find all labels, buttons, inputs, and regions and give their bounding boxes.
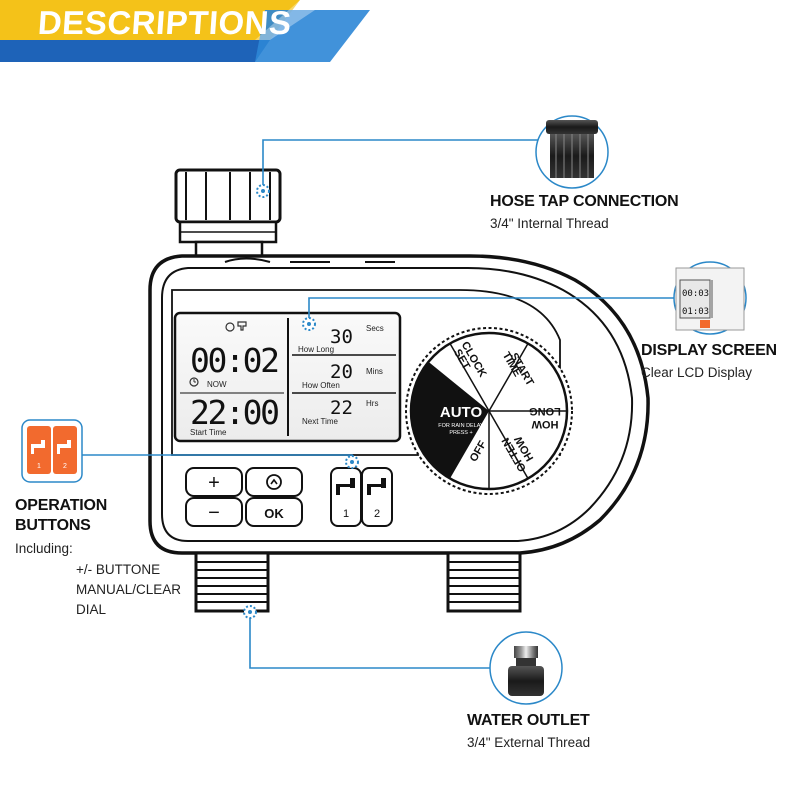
lcd-start-time: 22:00 — [190, 393, 280, 432]
lcd-how-long-value: 30 — [330, 326, 353, 348]
thumb-lcd-time-1: 00:03 — [682, 289, 709, 299]
tap-icon — [336, 478, 355, 495]
svg-text:−: − — [208, 502, 220, 524]
valve-2-button[interactable]: 2 — [361, 467, 393, 527]
manual-clear-button[interactable] — [245, 467, 303, 497]
operation-buttons-title-1: OPERATION — [15, 497, 108, 514]
lcd-next-time-value: 22 — [330, 397, 353, 419]
svg-text:+: + — [208, 472, 220, 494]
hose-tap-title: HOSE TAP CONNECTION — [490, 193, 679, 210]
circle-arrows-icon — [266, 474, 282, 490]
display-screen-title: DISPLAY SCREEN — [641, 342, 777, 359]
svg-text:OK: OK — [264, 506, 284, 521]
tap-icon — [237, 321, 247, 331]
lcd-now-label: NOW — [207, 380, 227, 389]
hose-tap-connector — [174, 168, 282, 258]
svg-text:1: 1 — [343, 508, 349, 520]
thumb-lcd-time-2: 01:03 — [682, 307, 709, 317]
lcd-start-label: Start Time — [190, 428, 227, 437]
thumb-valve-1-label: 1 — [37, 463, 41, 470]
operation-item-2: MANUAL/CLEAR — [76, 582, 182, 597]
operation-item-3: DIAL — [76, 602, 107, 617]
water-outlet-thumbnail — [489, 631, 563, 705]
svg-text:2: 2 — [374, 508, 380, 520]
ok-button[interactable]: OK — [245, 497, 303, 527]
valve-1-button[interactable]: 1 — [330, 467, 362, 527]
lcd-next-time-unit: Hrs — [366, 399, 378, 408]
thumb-valve-2-label: 2 — [63, 463, 67, 470]
lcd-how-long-unit: Secs — [366, 324, 384, 333]
dial-rain-delay-1: FOR RAIN DELAY — [438, 423, 484, 429]
tap-icon — [367, 478, 386, 495]
operation-buttons-thumbnail: 1 2 — [21, 419, 83, 483]
hose-connector-thumbnail — [535, 115, 609, 189]
minus-button[interactable]: − — [185, 497, 243, 527]
program-dial[interactable]: SET CLOCK START TIME HOW LONG HOW OFTEN … — [405, 327, 573, 495]
display-thumbnail: 00:03 01:03 — [673, 261, 747, 335]
lcd-how-often-value: 20 — [330, 361, 353, 383]
callout-markers — [243, 184, 359, 619]
operation-item-1: +/- BUTTONE — [76, 562, 161, 577]
display-screen-subtitle: Clear LCD Display — [641, 365, 753, 380]
operation-buttons-title-2: BUTTONS — [15, 517, 91, 534]
water-outlet-left — [194, 551, 270, 613]
clock-icon — [189, 377, 199, 387]
info-icon — [225, 322, 235, 332]
lcd-how-often-label: How Often — [302, 381, 340, 390]
lcd-how-long-label: How Long — [298, 345, 334, 354]
dial-auto: AUTO — [440, 404, 483, 421]
operation-including: Including: — [15, 541, 73, 556]
banner — [0, 0, 370, 62]
dial-how-long-1: HOW — [531, 418, 559, 430]
water-outlet-right — [446, 551, 522, 613]
lcd-now-time: 00:02 — [190, 341, 280, 380]
lcd-display: 00:02 NOW 22:00 Start Time 30 Secs How L… — [173, 311, 402, 443]
hose-tap-subtitle: 3/4" Internal Thread — [490, 216, 609, 231]
dial-how-long-2: LONG — [529, 405, 561, 417]
dial-rain-delay-2: PRESS + — [449, 430, 472, 436]
plus-button[interactable]: + — [185, 467, 243, 497]
water-outlet-title: WATER OUTLET — [467, 712, 590, 729]
banner-title: DESCRIPTIONS — [36, 4, 293, 41]
water-outlet-subtitle: 3/4" External Thread — [467, 735, 591, 750]
lcd-how-often-unit: Mins — [366, 367, 383, 376]
lcd-next-time-label: Next Time — [302, 417, 339, 426]
